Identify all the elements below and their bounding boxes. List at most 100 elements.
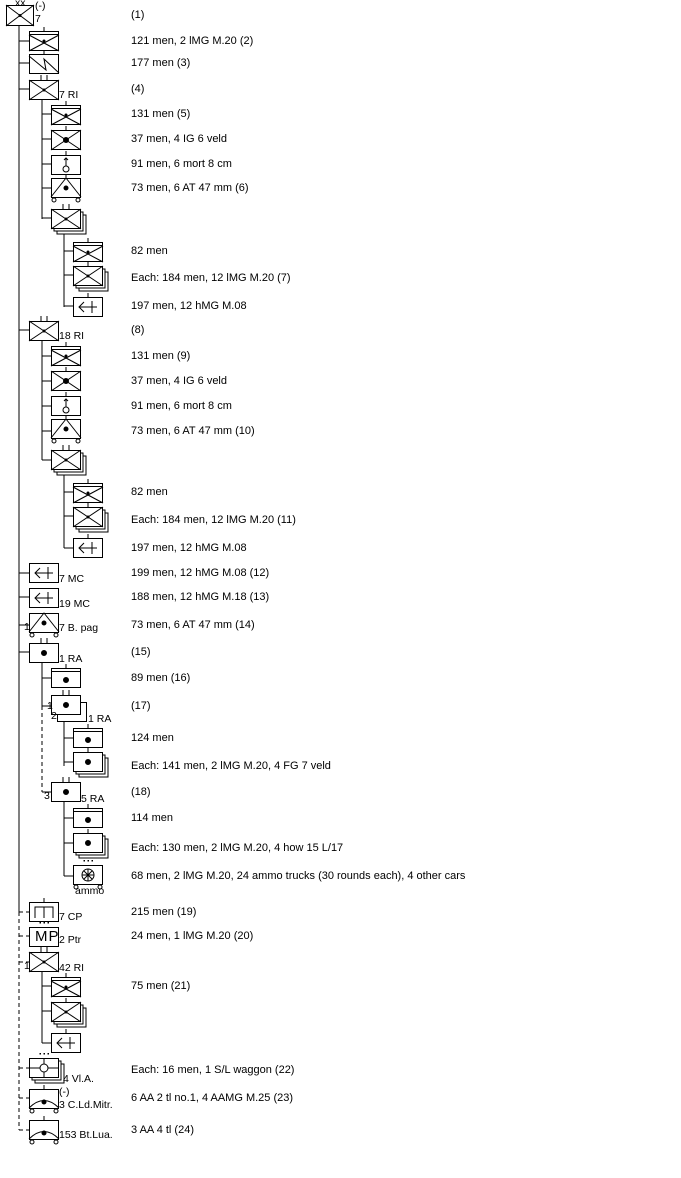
unit-designation: 1 RA [59, 653, 83, 665]
sig-unit-icon [28, 50, 60, 74]
unit-description: 6 AA 2 tl no.1, 4 AAMG M.25 (23) [131, 1092, 294, 1104]
unit-description: (8) [131, 324, 145, 336]
unit-count: 1 [24, 960, 30, 972]
art-unit-icon [51, 777, 81, 802]
unit-description: 3 AA 4 tl (24) [131, 1124, 194, 1136]
inf-unit-icon [50, 973, 82, 998]
mg-unit-icon [29, 563, 59, 583]
unit-designation: 7 RI [59, 89, 79, 101]
inf-unit-icon [72, 479, 104, 504]
inf-unit-icon [28, 75, 60, 101]
sl-unit-icon [29, 1053, 65, 1084]
unit-count: 1 [24, 621, 30, 633]
unit-description: (17) [131, 700, 151, 712]
mort-unit-icon [51, 151, 81, 175]
eng-unit-icon [29, 898, 59, 922]
art-unit-icon [73, 724, 103, 748]
detachment-mark: (-) [59, 1086, 70, 1098]
unit-designation: 153 Bt.Lua. [59, 1129, 113, 1141]
mg-unit-icon [29, 588, 59, 608]
unit-description: 177 men (3) [131, 57, 191, 69]
echelon-mark: xx [15, 0, 26, 9]
mort-unit-icon [51, 392, 81, 416]
unit-number: 7 [35, 13, 41, 25]
art-unit-icon [51, 690, 81, 715]
unit-description: 215 men (19) [131, 906, 197, 918]
inf-unit-icon [28, 316, 60, 342]
unit-designation: 2 Ptr [59, 934, 82, 946]
art-unit-icon [73, 829, 109, 859]
inf-unit-icon [28, 947, 60, 973]
art-unit-icon [73, 804, 103, 828]
unit-description: 73 men, 6 AT 47 mm (10) [131, 425, 255, 437]
unit-designation: 7 B. pag [59, 622, 99, 634]
unit-description: 82 men [131, 245, 168, 257]
at-unit-icon [50, 415, 82, 444]
unit-count: 1 [47, 700, 53, 712]
unit-description: 124 men [131, 732, 174, 744]
unit-description: 199 men, 12 hMG M.08 (12) [131, 567, 270, 579]
unit-description: 91 men, 6 mort 8 cm [131, 400, 232, 412]
unit-description: 73 men, 6 AT 47 mm (6) [131, 182, 249, 194]
detachment-mark: (-) [35, 0, 46, 12]
unit-description: 68 men, 2 lMG M.20, 24 ammo trucks (30 r… [131, 870, 466, 882]
inf-unit-icon [28, 27, 60, 52]
unit-description: Each: 16 men, 1 S/L waggon (22) [131, 1064, 295, 1076]
mg-unit-icon [73, 293, 103, 317]
unit-description: Each: 184 men, 12 lMG M.20 (7) [131, 272, 291, 284]
unit-description: (4) [131, 83, 145, 95]
inf-unit-icon [50, 204, 87, 235]
inf-unit-icon [50, 998, 87, 1028]
inf-unit-icon [72, 238, 104, 263]
unit-description: 24 men, 1 lMG M.20 (20) [131, 930, 254, 942]
inf-unit-icon [50, 445, 87, 476]
unit-description: 131 men (5) [131, 108, 191, 120]
inf-unit-icon [5, 4, 35, 27]
unit-designation: 18 RI [59, 330, 85, 342]
at-unit-icon [50, 174, 82, 203]
unit-description: 121 men, 2 lMG M.20 (2) [131, 35, 254, 47]
inf-unit-icon [72, 503, 109, 533]
unit-description: Each: 130 men, 2 lMG M.20, 4 how 15 L/17 [131, 842, 344, 854]
mp-unit-icon [29, 922, 59, 947]
unit-description: 82 men [131, 486, 168, 498]
mg-unit-icon [51, 1029, 81, 1053]
inf-unit-icon [50, 342, 82, 367]
unit-designation: 3 C.Ld.Mitr. [59, 1099, 113, 1111]
unit-description: (15) [131, 646, 151, 658]
unit-description: 73 men, 6 AT 47 mm (14) [131, 619, 255, 631]
unit-designation: 7 CP [59, 911, 83, 923]
unit-symbol-text: MP [35, 928, 60, 945]
art-unit-icon [51, 664, 81, 688]
unit-designation: 7 MC [59, 573, 85, 585]
unit-designation: ammo [75, 885, 105, 897]
art-unit-icon [29, 638, 59, 663]
unit-count: 3 [44, 790, 50, 802]
unit-description: 131 men (9) [131, 350, 191, 362]
unit-designation: 5 RA [81, 793, 105, 805]
unit-designation: 42 RI [59, 962, 85, 974]
unit-description: 197 men, 12 hMG M.08 [131, 300, 247, 312]
mg-unit-icon [73, 534, 103, 558]
unit-designation: 19 MC [59, 598, 90, 610]
unit-description: 91 men, 6 mort 8 cm [131, 158, 232, 170]
unit-description: (1) [131, 9, 145, 21]
unit-description: Each: 184 men, 12 lMG M.20 (11) [131, 514, 296, 526]
unit-designation: 4 Vl.A. [63, 1073, 94, 1085]
unit-designation: 1 RA [88, 713, 112, 725]
unit-description: 114 men [131, 812, 173, 824]
aa-unit-icon [28, 1085, 60, 1114]
ig-unit-icon [50, 126, 82, 151]
unit-description: 188 men, 12 hMG M.18 (13) [131, 591, 270, 603]
unit-description: 37 men, 4 IG 6 veld [131, 133, 227, 145]
unit-count: 2 [51, 710, 57, 722]
unit-description: 37 men, 4 IG 6 veld [131, 375, 227, 387]
unit-description: 75 men (21) [131, 980, 191, 992]
unit-description: (18) [131, 786, 151, 798]
aa-unit-icon [28, 1116, 60, 1145]
unit-description: 89 men (16) [131, 672, 191, 684]
art-unit-icon [73, 748, 109, 778]
ammo-unit-icon [73, 860, 103, 890]
